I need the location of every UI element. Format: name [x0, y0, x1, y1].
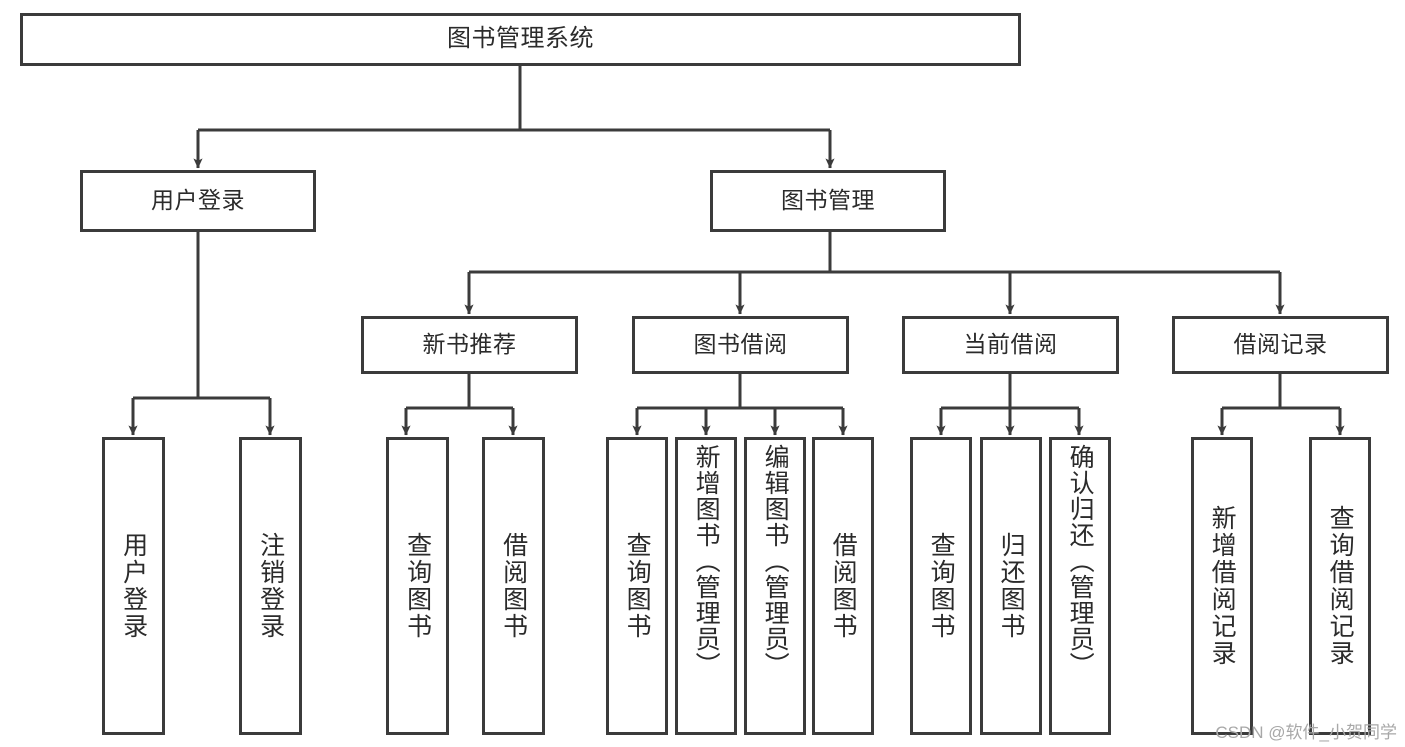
node-label: 编辑图书（管理员）	[761, 444, 790, 678]
node-leaf-borrow-book-recommend[interactable]: 借阅图书	[482, 437, 545, 735]
csdn-watermark: CSDN @软件_小贺同学	[1215, 723, 1397, 742]
node-leaf-user-login[interactable]: 用户登录	[102, 437, 165, 735]
node-label: 新增借阅记录	[1208, 505, 1237, 667]
node-leaf-add-borrow-record[interactable]: 新增借阅记录	[1191, 437, 1253, 735]
node-current-borrow[interactable]: 当前借阅	[902, 316, 1119, 374]
node-borrow-record[interactable]: 借阅记录	[1172, 316, 1389, 374]
node-leaf-confirm-return[interactable]: 确认归还（管理员）	[1049, 437, 1111, 735]
node-new-book-recommend[interactable]: 新书推荐	[361, 316, 578, 374]
node-leaf-logout-login[interactable]: 注销登录	[239, 437, 302, 735]
node-label: 借阅记录	[1233, 331, 1328, 358]
node-label: 新增图书（管理员）	[692, 444, 721, 678]
node-label: 图书管理系统	[447, 25, 594, 53]
node-book-management[interactable]: 图书管理	[710, 170, 946, 232]
node-leaf-borrow-book-borrow[interactable]: 借阅图书	[812, 437, 874, 735]
node-user-login[interactable]: 用户登录	[80, 170, 316, 232]
node-leaf-query-book-recommend[interactable]: 查询图书	[386, 437, 449, 735]
node-label: 图书管理	[781, 187, 875, 214]
node-label: 新书推荐	[422, 331, 517, 358]
node-label: 确认归还（管理员）	[1066, 444, 1095, 678]
node-leaf-query-borrow-record[interactable]: 查询借阅记录	[1309, 437, 1371, 735]
node-label: 图书借阅	[693, 331, 788, 358]
node-leaf-return-book[interactable]: 归还图书	[980, 437, 1042, 735]
node-label: 当前借阅	[963, 331, 1058, 358]
node-label: 查询图书	[623, 532, 652, 640]
node-label: 用户登录	[151, 187, 245, 214]
node-label: 借阅图书	[829, 532, 858, 640]
node-label: 查询图书	[403, 532, 432, 640]
node-label: 归还图书	[997, 532, 1026, 640]
node-book-borrow[interactable]: 图书借阅	[632, 316, 849, 374]
node-label: 注销登录	[256, 532, 285, 640]
node-leaf-add-book[interactable]: 新增图书（管理员）	[675, 437, 737, 735]
node-leaf-query-book-borrow[interactable]: 查询图书	[606, 437, 668, 735]
node-label: 查询图书	[927, 532, 956, 640]
node-label: 用户登录	[119, 532, 148, 640]
node-leaf-query-book-current[interactable]: 查询图书	[910, 437, 972, 735]
node-leaf-edit-book[interactable]: 编辑图书（管理员）	[744, 437, 806, 735]
node-label: 查询借阅记录	[1326, 505, 1355, 667]
node-label: 借阅图书	[499, 532, 528, 640]
node-root-book-management-system[interactable]: 图书管理系统	[20, 13, 1021, 66]
